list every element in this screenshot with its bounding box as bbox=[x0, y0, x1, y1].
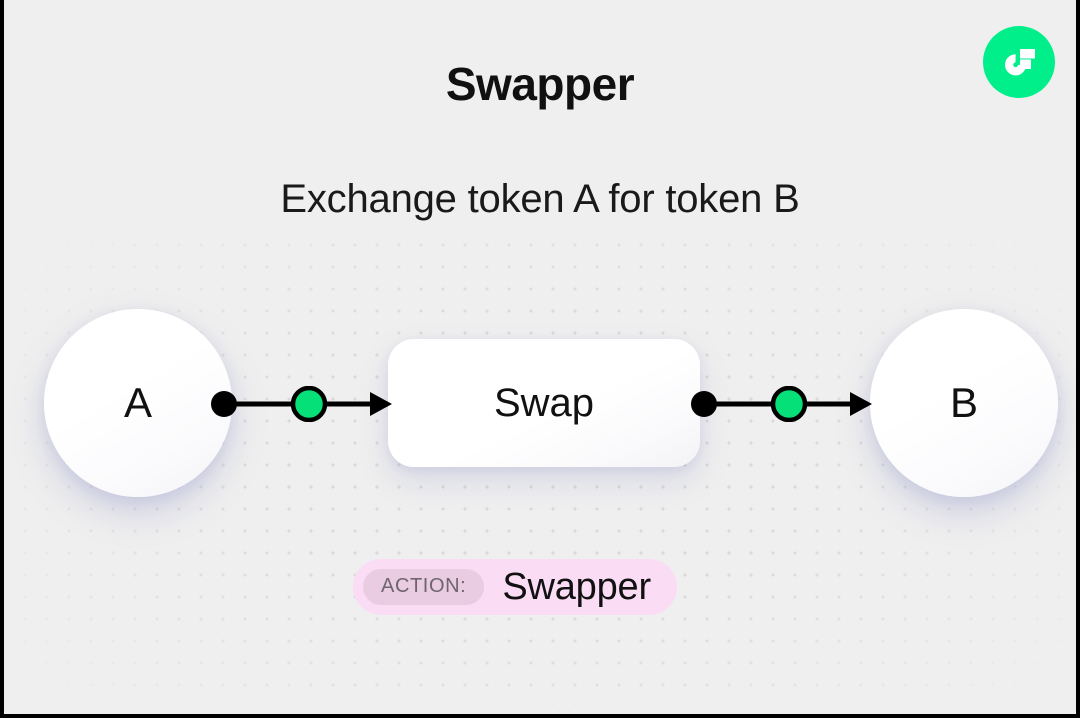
status-badge: ACTION: Swapper bbox=[353, 559, 677, 615]
graph-node-swap[interactable]: Swap bbox=[388, 339, 700, 467]
diagram-canvas: Swapper Exchange token A for token B A S… bbox=[4, 0, 1076, 714]
page-subtitle: Exchange token A for token B bbox=[280, 177, 800, 221]
page-title: Swapper bbox=[445, 58, 635, 110]
graph-edge-swap-to-b[interactable] bbox=[690, 386, 872, 422]
flow-logo-icon bbox=[983, 26, 1055, 98]
graph-node-b-label: B bbox=[949, 379, 978, 426]
graph-node-b[interactable]: B bbox=[870, 309, 1058, 497]
status-badge-value: Swapper bbox=[502, 565, 651, 608]
status-badge-label: ACTION: bbox=[363, 569, 485, 605]
graph-edge-a-to-swap[interactable] bbox=[210, 386, 392, 422]
graph-node-swap-label: Swap bbox=[493, 380, 595, 425]
graph-node-a-label: A bbox=[123, 379, 152, 426]
graph-node-a[interactable]: A bbox=[44, 309, 232, 497]
